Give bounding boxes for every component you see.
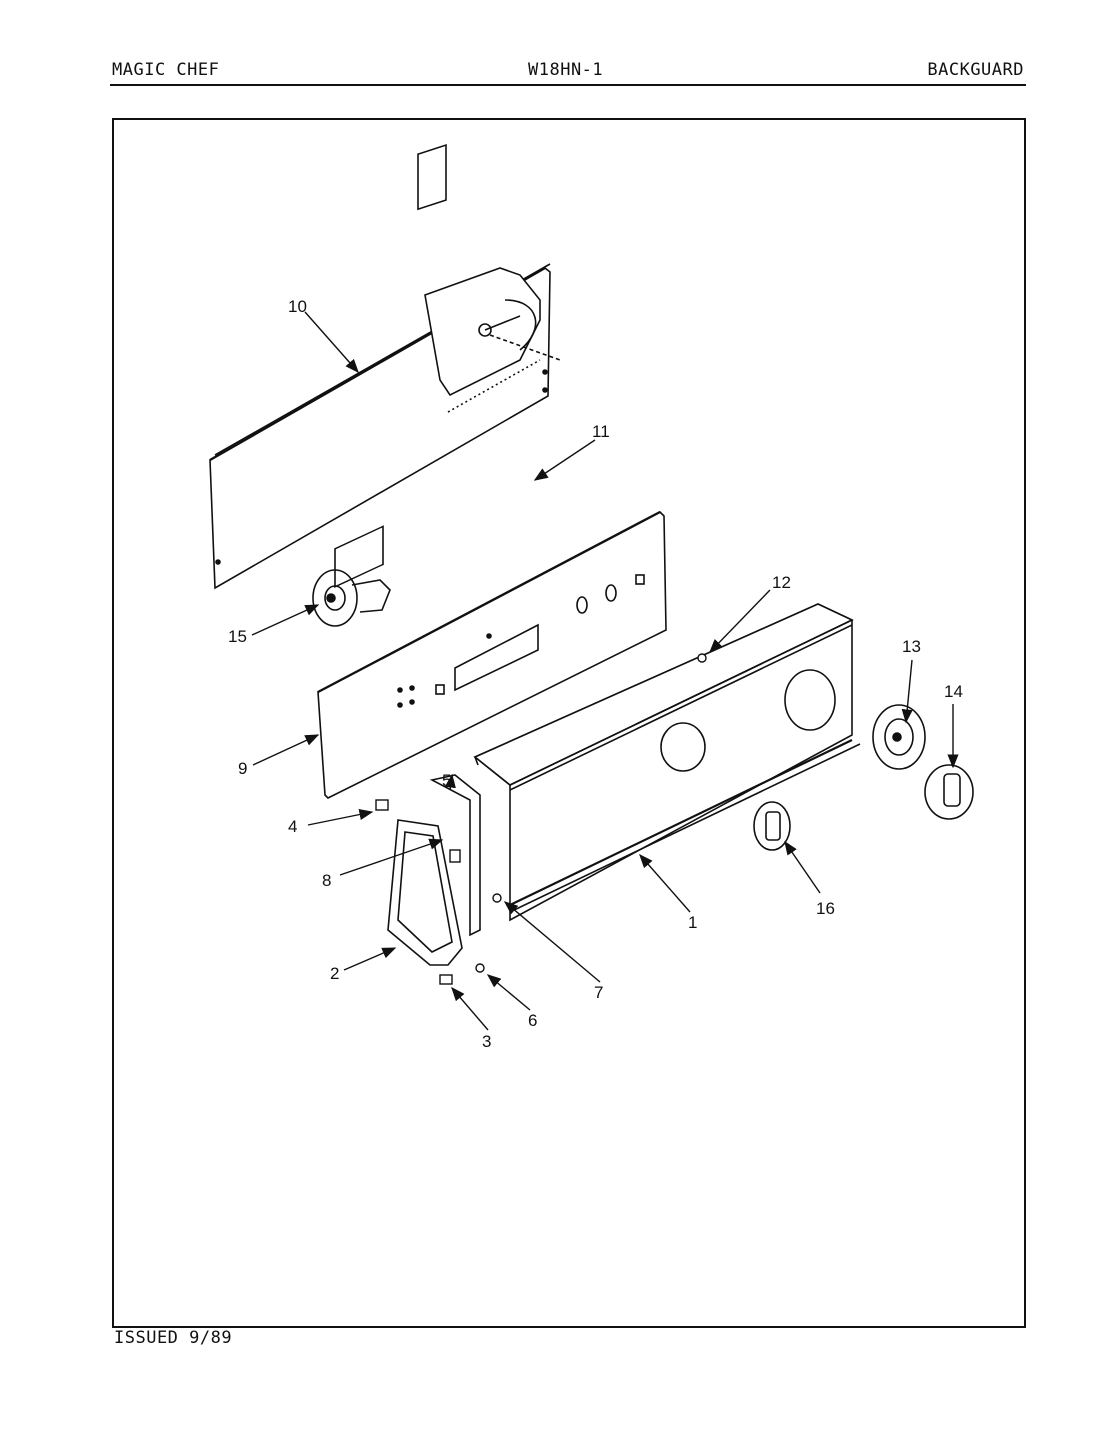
- callout-2: 2: [330, 964, 339, 983]
- header-rule: [110, 84, 1026, 86]
- part-console: [473, 603, 861, 922]
- brand-label: MAGIC CHEF: [112, 60, 220, 80]
- part-clip-4: [375, 799, 389, 811]
- section-title: BACKGUARD: [927, 60, 1024, 80]
- part-screw-12: [697, 653, 707, 663]
- callout-3: 3: [482, 1032, 491, 1051]
- part-selector-switch: [312, 569, 391, 627]
- part-front-knob: [753, 801, 791, 851]
- callout-9: 9: [238, 759, 247, 778]
- callout-labels: 10 11 12 15 13 14 9 5 4 8 1 16 2 7 6 3: [228, 297, 963, 1051]
- callout-6: 6: [528, 1011, 537, 1030]
- part-screw-7: [492, 893, 502, 903]
- callout-13: 13: [902, 637, 921, 656]
- part-small-hardware: [375, 653, 707, 985]
- callout-4: 4: [288, 817, 297, 836]
- part-knob-skirt: [872, 704, 926, 770]
- part-bracket-8: [449, 849, 461, 863]
- leader-lines: [251, 311, 959, 1031]
- callout-14: 14: [944, 682, 963, 701]
- callout-8: 8: [322, 871, 331, 890]
- issue-date: ISSUED 9/89: [114, 1328, 233, 1348]
- part-screw-6: [475, 963, 485, 973]
- callout-10: 10: [288, 297, 307, 316]
- callout-1: 1: [688, 913, 697, 932]
- callout-15: 15: [228, 627, 247, 646]
- part-control-panel: [317, 510, 667, 799]
- callout-12: 12: [772, 573, 791, 592]
- callout-11: 11: [592, 422, 610, 441]
- part-end-cap: [387, 819, 463, 966]
- callout-16: 16: [816, 899, 835, 918]
- callout-5: 5: [442, 771, 451, 790]
- part-clip-3: [439, 974, 453, 985]
- part-timer: [417, 144, 561, 397]
- callout-7: 7: [594, 983, 603, 1002]
- diagram-frame: [112, 118, 1026, 1328]
- part-knob: [924, 764, 974, 820]
- model-number: W18HN-1: [528, 60, 604, 80]
